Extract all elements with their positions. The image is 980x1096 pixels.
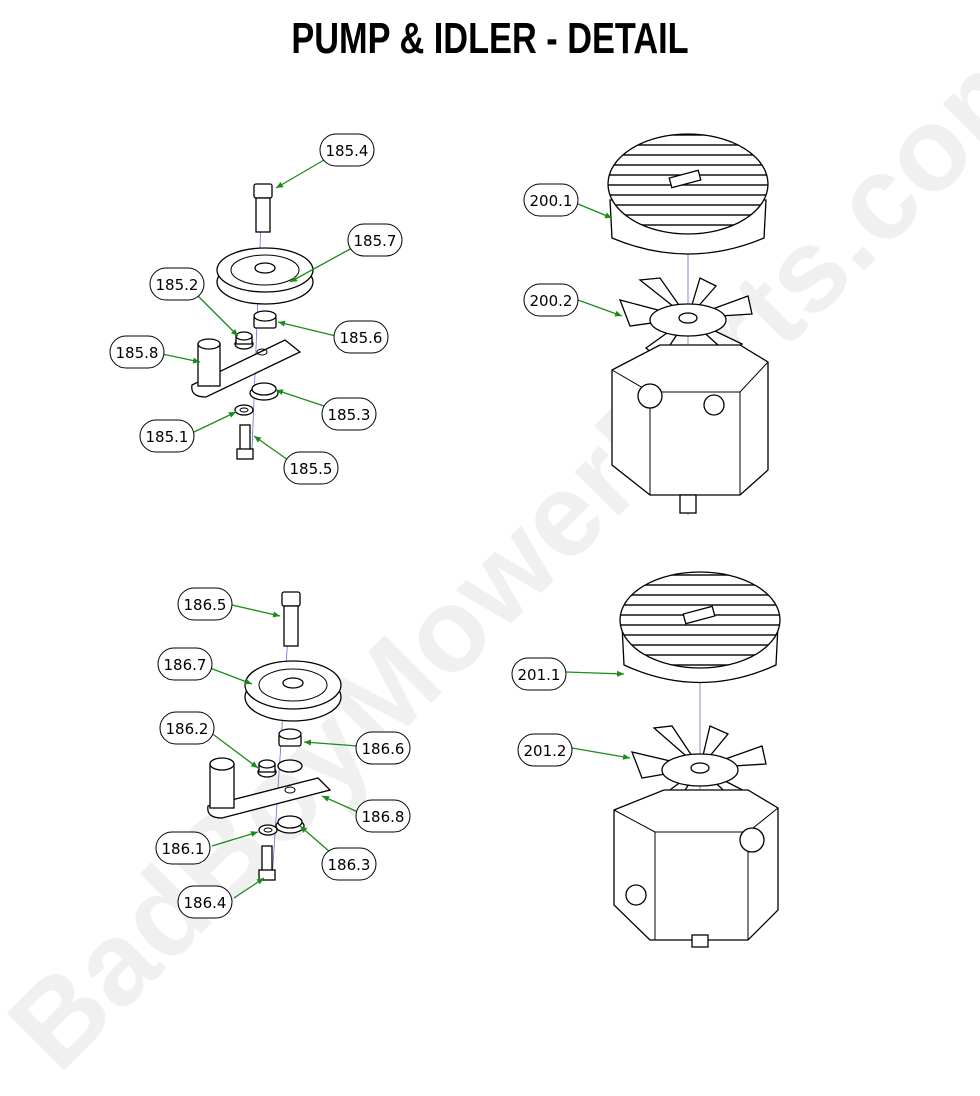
callout-185-5[interactable]: 185.5 [283,451,339,485]
nut-185-2 [234,331,254,350]
pulley-186-7 [244,660,342,722]
callout-label: 185.8 [116,344,159,362]
callout-186-6[interactable]: 186.6 [355,731,411,765]
spacer-186-6b [277,759,303,773]
bolt-186-4 [258,845,276,881]
callout-label: 186.3 [328,856,371,874]
callout-label: 200.2 [530,292,573,310]
idler-arm-186-8 [207,757,332,819]
callout-185-6[interactable]: 185.6 [333,320,389,354]
callout-label: 185.5 [290,460,333,478]
pulley-185-7 [216,247,314,305]
callout-label: 186.5 [184,596,227,614]
callout-186-7[interactable]: 186.7 [157,647,213,681]
callout-185-2[interactable]: 185.2 [149,267,205,301]
bolt-186-5 [281,591,301,647]
callout-185-7[interactable]: 185.7 [347,223,403,257]
callout-label: 185.2 [156,276,199,294]
callout-185-1[interactable]: 185.1 [139,419,195,453]
washer-185-1 [234,404,254,416]
nut-185-3 [249,382,279,401]
fan-shroud-201-1 [619,571,781,684]
spacer-185-6 [253,310,277,329]
leader-lines [161,159,631,899]
idler-assembly-186 [207,591,342,881]
callout-185-8[interactable]: 185.8 [109,335,165,369]
washer-186-1 [258,824,278,836]
spacer-186-6 [278,728,302,747]
callout-label: 186.6 [362,740,405,758]
callout-201-1[interactable]: 201.1 [511,657,567,691]
callout-label: 201.1 [518,666,561,684]
callout-label: 185.3 [328,406,371,424]
callout-186-5[interactable]: 186.5 [177,587,233,621]
callout-label: 185.6 [340,329,383,347]
callout-185-4[interactable]: 185.4 [319,133,375,167]
idler-arm-185-8 [191,338,302,398]
bolt-185-4 [253,183,273,233]
callout-186-3[interactable]: 186.3 [321,847,377,881]
callout-200-1[interactable]: 200.1 [523,183,579,217]
nut-186-3 [275,815,305,834]
hydro-pump-body-201 [613,789,779,948]
callout-186-2[interactable]: 186.2 [159,711,215,745]
callout-label: 200.1 [530,192,573,210]
hydro-pump-body-200 [611,344,769,514]
callout-200-2[interactable]: 200.2 [523,283,579,317]
callout-label: 185.4 [326,142,369,160]
pump-assembly-201 [613,571,781,948]
callout-185-3[interactable]: 185.3 [321,397,377,431]
callout-186-8[interactable]: 186.8 [355,799,411,833]
bolt-185-5 [236,424,254,460]
callout-label: 186.8 [362,808,405,826]
nut-186-2 [257,759,277,778]
callout-label: 201.2 [524,742,567,760]
exploded-parts-diagram: 185.4 185.7 185.2 185.6 185.8 185.3 185.… [109,133,781,948]
callout-label: 186.2 [166,720,209,738]
callout-label: 185.1 [146,428,189,446]
fan-shroud-200-1 [607,133,769,255]
callout-201-2[interactable]: 201.2 [517,733,573,767]
callout-label: 186.1 [162,840,205,858]
callout-label: 185.7 [354,232,397,250]
pump-assembly-200 [607,133,769,515]
callout-186-4[interactable]: 186.4 [177,885,233,919]
callout-label: 186.4 [184,894,227,912]
callout-186-1[interactable]: 186.1 [155,831,211,865]
idler-assembly-185 [191,183,314,460]
callout-label: 186.7 [164,656,207,674]
page-title: PUMP & IDLER - DETAIL [291,14,689,63]
